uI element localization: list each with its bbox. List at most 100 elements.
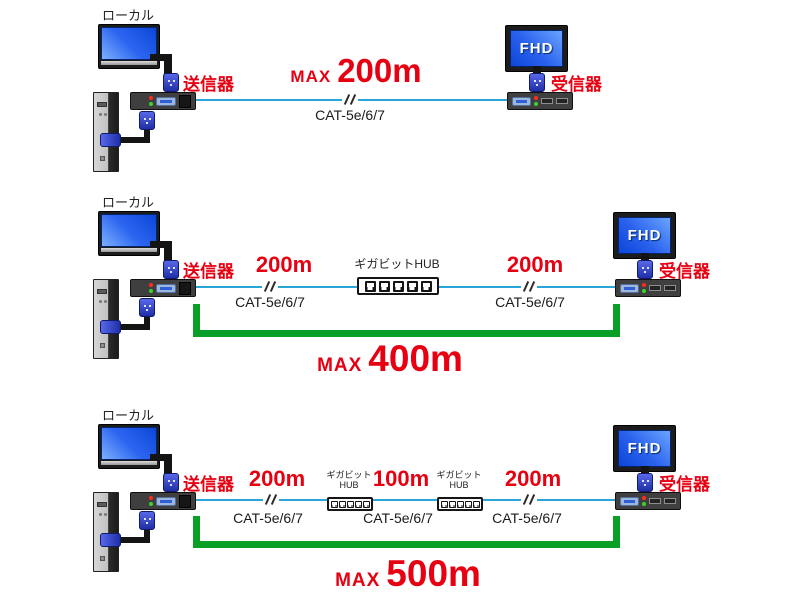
vga-cable bbox=[116, 137, 150, 143]
monitor-cable bbox=[641, 466, 649, 476]
cable-break-icon bbox=[521, 280, 537, 293]
cable-break-icon bbox=[262, 280, 278, 293]
cable-type-label: CAT-5e/6/7 bbox=[233, 510, 303, 526]
monitor-cable bbox=[150, 54, 172, 61]
gigabit-hub-icon bbox=[437, 497, 483, 511]
ethernet-cable bbox=[373, 499, 437, 501]
fhd-label: FHD bbox=[627, 227, 662, 244]
max-prefix: MAX bbox=[335, 570, 381, 591]
monitor-screen: FHD bbox=[510, 30, 563, 67]
vga-plug-icon bbox=[163, 473, 179, 492]
floppy-slot bbox=[97, 502, 107, 507]
local-monitor-icon bbox=[98, 211, 160, 256]
tower-button bbox=[104, 300, 107, 303]
tower-button bbox=[104, 113, 107, 116]
max-value: 500m bbox=[386, 553, 481, 594]
segment-length-label: 200m bbox=[255, 252, 313, 277]
gigabit-hub-label: ギガビット HUB bbox=[311, 470, 387, 491]
gigabit-hub-icon bbox=[357, 277, 439, 295]
status-leds-icon bbox=[149, 96, 153, 106]
receiver-label: 受信器 bbox=[659, 475, 710, 494]
vga-port-icon bbox=[156, 496, 176, 506]
pc-tower-icon bbox=[93, 492, 119, 572]
vga-cable bbox=[116, 537, 150, 543]
vga-port-icon bbox=[156, 96, 176, 106]
segment-length-label: 200m bbox=[506, 252, 564, 277]
receiver-device-icon bbox=[615, 279, 681, 297]
vga-port-icon bbox=[156, 283, 176, 293]
transmitter-device-icon bbox=[130, 279, 196, 297]
usb-port-icon bbox=[648, 285, 661, 291]
vga-plug-icon bbox=[637, 473, 653, 492]
receiver-label: 受信器 bbox=[659, 262, 710, 281]
vga-plug-icon bbox=[163, 73, 179, 92]
status-leds-icon bbox=[533, 96, 538, 106]
vga-port-icon bbox=[620, 496, 639, 506]
tower-button bbox=[99, 513, 102, 516]
rj45-port-icon bbox=[179, 494, 191, 508]
vga-cable bbox=[144, 311, 150, 327]
hub-label-line1: ギガビット bbox=[436, 470, 482, 480]
gigabit-hub-label: ギガビットHUB bbox=[354, 257, 440, 271]
receiver-device-icon bbox=[615, 492, 681, 510]
range-bracket bbox=[193, 304, 620, 337]
vga-plug-icon bbox=[100, 320, 121, 334]
segment-length-label: 100m bbox=[372, 466, 430, 491]
floppy-slot bbox=[97, 102, 107, 107]
gigabit-hub-icon bbox=[327, 497, 373, 511]
vga-port-icon bbox=[620, 283, 639, 293]
vga-plug-icon bbox=[163, 260, 179, 279]
monitor-screen: FHD bbox=[618, 217, 671, 254]
floppy-slot bbox=[97, 289, 107, 294]
monitor-base bbox=[101, 61, 157, 65]
rj45-port-icon bbox=[179, 94, 191, 108]
cable-type-label: CAT-5e/6/7 bbox=[235, 294, 305, 310]
tower-button bbox=[99, 300, 102, 303]
local-label: ローカル bbox=[102, 195, 155, 210]
segment-length-label: 200m bbox=[504, 466, 562, 491]
monitor-cable bbox=[150, 241, 172, 248]
vga-cable bbox=[144, 124, 150, 140]
status-leds-icon bbox=[641, 283, 646, 293]
segment-length-label: 200m bbox=[248, 466, 306, 491]
pc-tower-icon bbox=[93, 279, 119, 359]
monitor-cable bbox=[641, 253, 649, 263]
vga-plug-icon bbox=[139, 511, 155, 530]
status-leds-icon bbox=[149, 496, 153, 506]
transmitter-label: 送信器 bbox=[183, 262, 234, 281]
receiver-device-icon bbox=[507, 92, 573, 110]
max-value: 400m bbox=[368, 338, 463, 379]
transmitter-device-icon bbox=[130, 492, 196, 510]
usb-port-icon bbox=[663, 498, 676, 504]
vga-cable bbox=[144, 524, 150, 540]
vga-plug-icon bbox=[637, 260, 653, 279]
power-button-icon bbox=[100, 556, 105, 561]
ethernet-cable bbox=[196, 499, 327, 501]
transmitter-device-icon bbox=[130, 92, 196, 110]
tower-button bbox=[99, 113, 102, 116]
cable-break-icon bbox=[521, 493, 537, 506]
pc-tower-icon bbox=[93, 92, 119, 172]
monitor-cable bbox=[533, 66, 541, 76]
vga-plug-icon bbox=[100, 133, 121, 147]
usb-port-icon bbox=[540, 98, 553, 104]
transmitter-label: 送信器 bbox=[183, 75, 234, 94]
power-button-icon bbox=[100, 343, 105, 348]
status-leds-icon bbox=[641, 496, 646, 506]
hub-label-line2: HUB bbox=[449, 480, 469, 491]
cable-type-label: CAT-5e/6/7 bbox=[495, 294, 565, 310]
monitor-screen: FHD bbox=[618, 430, 671, 467]
range-bracket bbox=[193, 516, 620, 548]
monitor-cable bbox=[150, 454, 172, 461]
cable-type-label: CAT-5e/6/7 bbox=[315, 107, 385, 123]
fhd-label: FHD bbox=[627, 440, 662, 457]
vga-plug-icon bbox=[529, 73, 545, 92]
monitor-base bbox=[101, 248, 157, 252]
hub-label-line1: ギガビット bbox=[326, 470, 372, 480]
usb-port-icon bbox=[555, 98, 568, 104]
monitor-screen bbox=[101, 427, 157, 460]
fhd-monitor-icon: FHD bbox=[505, 25, 568, 72]
